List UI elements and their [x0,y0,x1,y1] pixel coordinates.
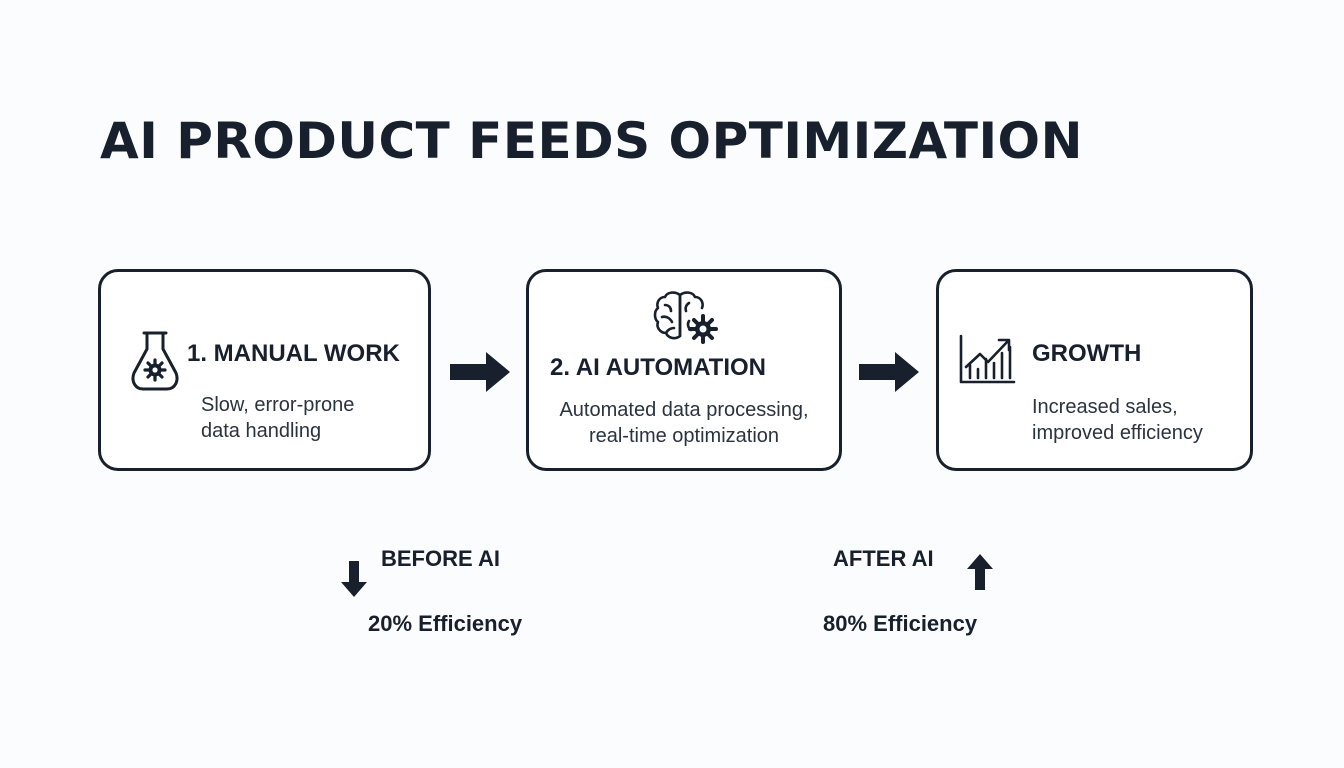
page-title: AI PRODUCT FEEDS OPTIMIZATION [100,112,1083,170]
step-card-ai-automation: 2. AI AUTOMATION Automated data processi… [526,269,842,471]
step-title: 1. MANUAL WORK [187,340,400,367]
flow-arrow-right-icon [449,351,511,398]
growth-chart-icon [958,333,1016,385]
step-card-growth: GROWTH Increased sales, improved efficie… [936,269,1253,471]
before-ai-efficiency: 20% Efficiency [368,611,523,636]
step-card-manual-work: 1. MANUAL WORK Slow, error-prone data ha… [98,269,431,471]
step-title: GROWTH [1032,340,1142,367]
brain-gear-icon [653,289,723,347]
flask-gear-icon [130,329,180,393]
before-ai-label: BEFORE AI [381,546,500,571]
step-description: Automated data processing, real-time opt… [559,399,809,447]
step-title: 2. AI AUTOMATION [550,354,766,381]
flow-arrow-right-icon [858,351,920,398]
arrow-up-icon [966,553,994,596]
step-description: Slow, error-prone data handling [201,394,355,442]
after-ai-label: AFTER AI [833,546,934,571]
arrow-down-icon [340,560,368,603]
step-description: Increased sales, improved efficiency [1032,396,1203,444]
after-ai-efficiency: 80% Efficiency [823,611,978,636]
